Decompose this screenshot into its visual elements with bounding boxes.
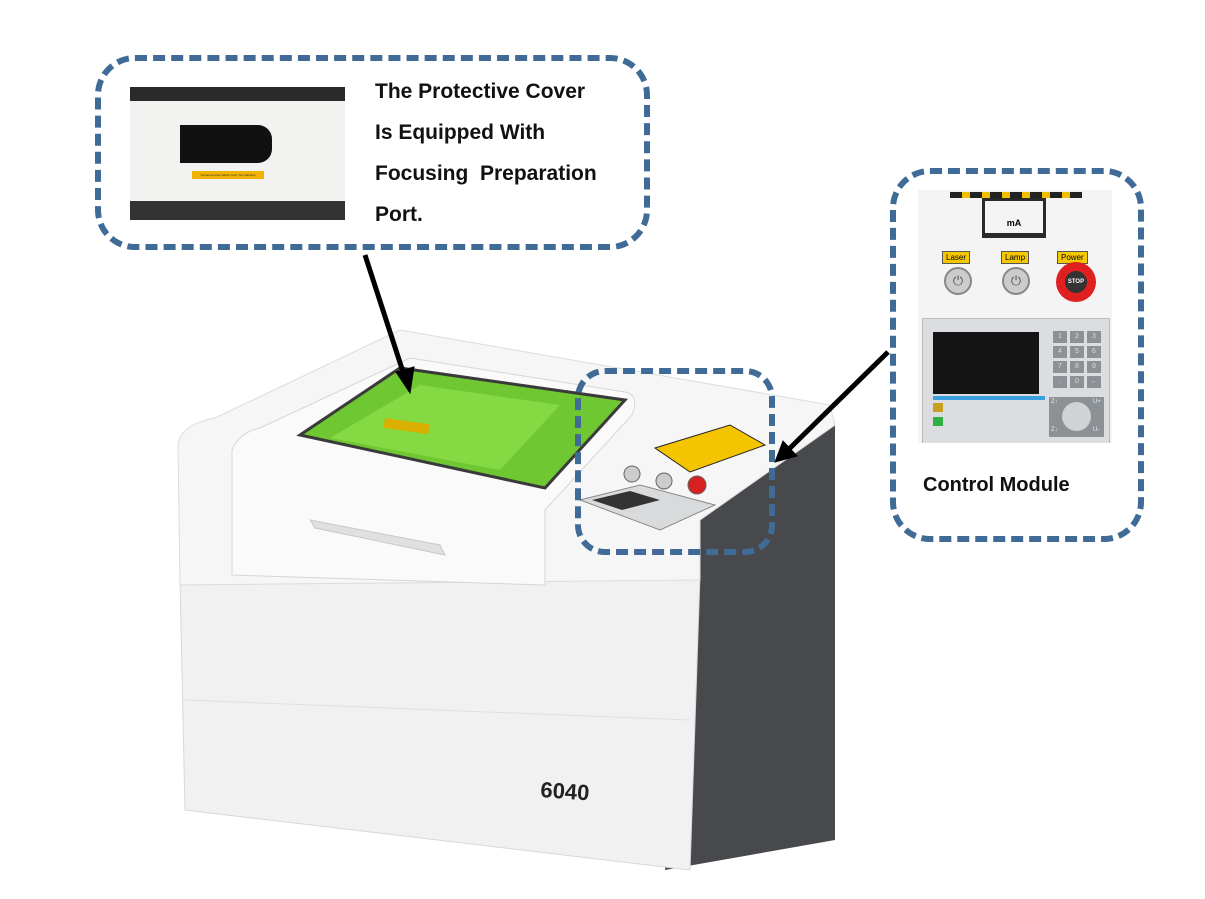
text-line: Focusing Preparation bbox=[375, 162, 597, 185]
side-panel bbox=[665, 425, 835, 870]
control-module-photo: mA Laser Lamp Power ⏻ ⏻ STOP 1 2 3 4 5 6… bbox=[918, 190, 1112, 443]
direction-pad[interactable]: Z↑ Z↓ U+ U- bbox=[1049, 397, 1104, 437]
inset-warning-label: Someone Must Watch Over The Machine bbox=[192, 171, 264, 179]
control-highlight-box bbox=[575, 368, 775, 555]
key[interactable]: 3 bbox=[1087, 331, 1101, 343]
inset-port-photo: Someone Must Watch Over The Machine bbox=[130, 87, 345, 220]
text-line: Is Equipped With bbox=[375, 121, 546, 144]
arrow-cover bbox=[362, 254, 408, 379]
callout-cover-text: The Protective Cover Is Equipped With Fo… bbox=[375, 71, 597, 235]
key[interactable]: 2 bbox=[1070, 331, 1084, 343]
arrow-control bbox=[786, 350, 890, 452]
key[interactable]: 5 bbox=[1070, 346, 1084, 358]
lamp-power-button-icon[interactable]: ⏻ bbox=[1002, 267, 1030, 295]
callout-protective-cover bbox=[95, 55, 650, 250]
z-down-key[interactable]: Z↓ bbox=[1051, 427, 1058, 433]
key[interactable]: 0 bbox=[1070, 376, 1084, 388]
key[interactable]: 7 bbox=[1053, 361, 1067, 373]
key[interactable]: 4 bbox=[1053, 346, 1067, 358]
laser-power-button-icon[interactable]: ⏻ bbox=[944, 267, 972, 295]
control-module-title: Control Module bbox=[923, 474, 1070, 496]
lid-handle bbox=[308, 519, 446, 556]
key[interactable]: 8 bbox=[1070, 361, 1084, 373]
key[interactable]: . bbox=[1053, 376, 1067, 388]
front-lower-body bbox=[179, 574, 701, 871]
text-line: Port. bbox=[375, 203, 423, 226]
numeric-keypad: 1 2 3 4 5 6 7 8 9 . 0 ← bbox=[1053, 331, 1103, 388]
warning-label bbox=[653, 424, 767, 473]
u-minus-key[interactable]: U- bbox=[1093, 427, 1100, 433]
key[interactable]: 9 bbox=[1087, 361, 1101, 373]
key[interactable]: 6 bbox=[1087, 346, 1101, 358]
key[interactable]: 1 bbox=[1053, 331, 1067, 343]
lamp-label: Lamp bbox=[1001, 251, 1030, 264]
text-line: The Protective Cover bbox=[375, 80, 586, 103]
key[interactable]: ← bbox=[1087, 376, 1101, 388]
ammeter: mA bbox=[985, 201, 1043, 233]
stop-label: STOP bbox=[1065, 271, 1087, 293]
emergency-stop-button[interactable]: STOP bbox=[1056, 262, 1096, 302]
u-plus-key[interactable]: U+ bbox=[1093, 399, 1101, 405]
arrow-keys-icon[interactable] bbox=[1062, 402, 1091, 431]
laser-label: Laser bbox=[942, 251, 971, 264]
model-number: 6040 bbox=[540, 777, 591, 805]
callout-control-module bbox=[890, 168, 1144, 542]
z-up-key[interactable]: Z↑ bbox=[1051, 399, 1058, 405]
keypad-panel: 1 2 3 4 5 6 7 8 9 . 0 ← Z↑ Z↓ U+ U- bbox=[922, 318, 1110, 443]
lcd-screen bbox=[933, 332, 1039, 394]
